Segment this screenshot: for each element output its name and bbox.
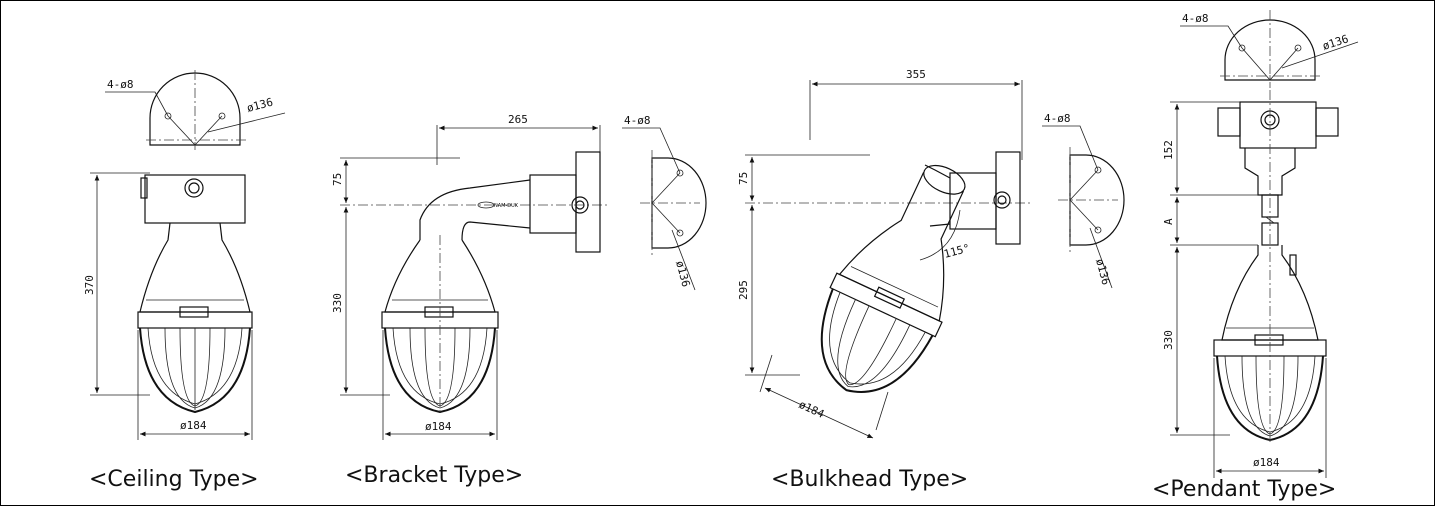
bracket-fixture-body: NAM-DUK — [381, 151, 601, 415]
bracket-brand-text: NAM-DUK — [494, 203, 519, 209]
pendant-holes-label: 4-ø8 — [1182, 12, 1209, 25]
bulkhead-fixture-body — [820, 151, 1021, 393]
bracket-holes-label: 4-ø8 — [624, 114, 651, 127]
pendant-type-view: 4-ø8 ø136 — [1152, 10, 1359, 502]
bracket-globe-dia-label: ø184 — [425, 420, 452, 433]
bulkhead-arm-label: 75 — [737, 172, 750, 185]
bracket-caption: <Bracket Type> — [345, 463, 523, 488]
pendant-globe-dia-label: ø184 — [1253, 456, 1280, 469]
ceiling-mount-plate — [105, 70, 286, 150]
bulkhead-globe-dia-label: ø184 — [797, 398, 827, 421]
bulkhead-height-label: 295 — [737, 280, 750, 300]
ceiling-mount-dia-label: ø136 — [245, 95, 274, 114]
pendant-fixture-body — [1213, 90, 1339, 445]
bracket-side-plate — [622, 127, 707, 291]
pendant-pipe-label: A — [1162, 218, 1175, 225]
bulkhead-mount-dia-label: ø136 — [1093, 257, 1112, 286]
bracket-arm-label: 75 — [331, 173, 344, 186]
bulkhead-side-plate — [1042, 125, 1125, 289]
pendant-height-label: 330 — [1162, 330, 1175, 350]
bulkhead-width-label: 355 — [906, 68, 926, 81]
bracket-height-label: 330 — [331, 293, 344, 313]
pendant-mount-plate — [1180, 10, 1359, 88]
ceiling-fixture-body — [137, 174, 253, 414]
bulkhead-holes-label: 4-ø8 — [1044, 112, 1071, 125]
pendant-caption: <Pendant Type> — [1152, 477, 1336, 502]
pendant-box-label: 152 — [1162, 140, 1175, 160]
ceiling-type-view: 4-ø8 ø136 370 ø184 <Ceiling Type> — [83, 70, 286, 492]
ceiling-caption: <Ceiling Type> — [89, 467, 259, 492]
bulkhead-caption: <Bulkhead Type> — [771, 467, 968, 492]
ceiling-height-label: 370 — [83, 275, 96, 295]
bracket-type-view: 265 75 330 NAM-DUK — [331, 113, 707, 488]
bracket-mount-dia-label: ø136 — [673, 259, 692, 288]
bracket-width-label: 265 — [508, 113, 528, 126]
bulkhead-type-view: 355 75 295 — [737, 68, 1125, 492]
ceiling-globe-dia-label: ø184 — [180, 419, 207, 432]
bulkhead-angle-label: 115° — [942, 241, 971, 260]
ceiling-holes-label: 4-ø8 — [107, 78, 134, 91]
